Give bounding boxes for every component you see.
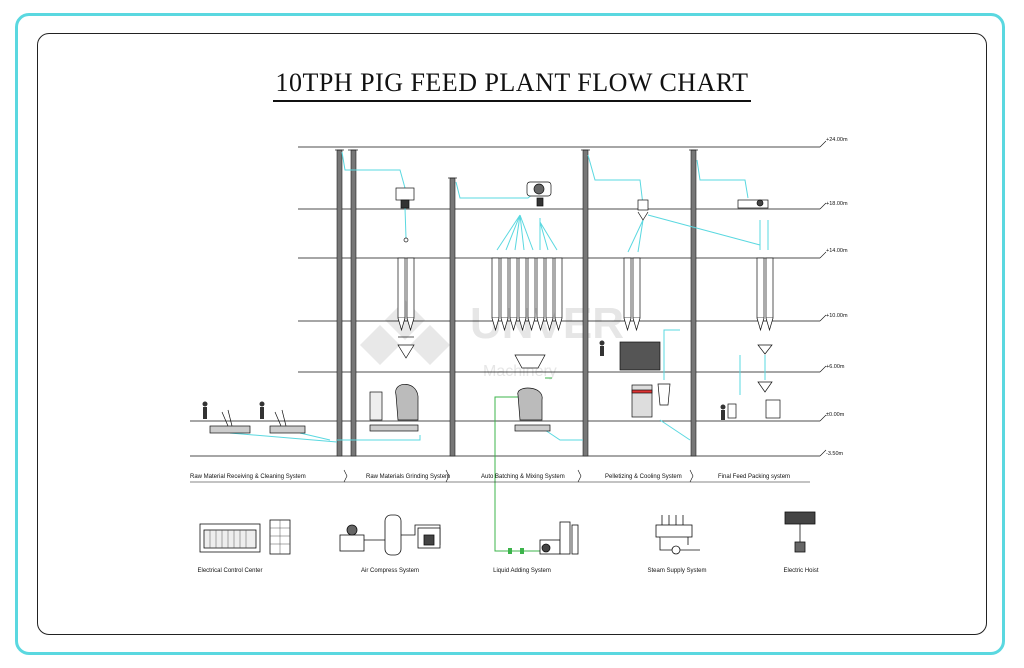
level-label: +10.00m — [826, 313, 848, 319]
ground-equipment — [209, 341, 781, 434]
intake-conveyor-icon — [269, 425, 306, 434]
conveying-pipes — [229, 151, 769, 443]
level-label: +24.00m — [826, 137, 848, 143]
level-label: +18.00m — [826, 201, 848, 207]
outer-frame — [15, 13, 1005, 655]
system-label: Raw Materials Grinding System — [366, 474, 450, 480]
pulse-filter-icon — [637, 199, 649, 211]
silo-group-batching — [491, 257, 563, 332]
level-label: -3.50m — [826, 451, 844, 457]
title-text: 10TPH PIG FEED PLANT FLOW CHART — [273, 68, 751, 102]
subsystem-air — [339, 514, 441, 556]
top-machinery — [395, 181, 769, 221]
steam-pump-icon — [671, 545, 681, 555]
system-label: Auto Batching & Mixing System — [481, 474, 565, 480]
person-icon — [259, 401, 265, 407]
hammer-mill-icon — [395, 384, 419, 421]
air-tank-icon — [384, 514, 402, 556]
control-cabinet-icon — [369, 391, 383, 421]
watermark-logo-icon — [360, 300, 450, 365]
hoppers — [397, 336, 773, 393]
elevator-column — [336, 149, 343, 457]
steam-arrows-icon — [661, 515, 684, 525]
elevator-column — [449, 177, 456, 457]
subsystem-steam — [655, 515, 700, 555]
floor-lines — [190, 146, 820, 457]
subsystem-label: Steam Supply System — [647, 568, 706, 574]
subsystem-label: Electric Hoist — [783, 568, 818, 574]
air-compressor-icon — [339, 534, 365, 552]
page-title: 10TPH PIG FEED PLANT FLOW CHART — [0, 68, 1024, 102]
building-column — [582, 149, 589, 457]
silo-group-grinding — [397, 237, 415, 332]
batching-scale-icon — [514, 354, 546, 369]
screw-conveyor-icon — [737, 199, 769, 209]
person-icon — [720, 404, 726, 410]
packing-scale-icon — [765, 399, 781, 419]
mixer-icon — [517, 387, 543, 421]
system-label: Pelletizing & Cooling System — [605, 474, 682, 480]
person-icon — [202, 401, 208, 407]
level-label: +14.00m — [826, 248, 848, 254]
liquid-line — [494, 377, 552, 552]
system-labels: Raw Material Receiving & Cleaning System… — [190, 469, 810, 483]
level-labels: +24.00m +18.00m +14.00m +10.00m +6.00m ±… — [819, 137, 848, 457]
person-icon — [599, 340, 605, 346]
watermark-sub: Machinery — [483, 363, 557, 380]
building-column — [690, 149, 697, 457]
system-label: Raw Material Receiving & Cleaning System — [190, 474, 306, 480]
building-column — [350, 149, 357, 457]
liquid-tank-icon — [559, 521, 571, 555]
system-label: Final Feed Packing system — [718, 474, 790, 480]
subsystem-label: Air Compress System — [361, 568, 419, 574]
electric-hoist-icon — [784, 511, 816, 525]
level-label: ±0.00m — [826, 412, 845, 418]
subsystem-labels: Electrical Control Center Air Compress S… — [197, 568, 818, 574]
steam-header-icon — [655, 524, 693, 538]
subsystem-liquid — [539, 521, 579, 555]
operator-figures — [202, 340, 726, 420]
intake-conveyor-icon — [209, 425, 251, 434]
inner-frame — [37, 33, 987, 635]
subsystem-label: Electrical Control Center — [197, 568, 262, 574]
subsystem-hoist — [784, 511, 816, 553]
silo-group-pelleting — [623, 257, 641, 332]
bag-icon — [727, 403, 737, 419]
subsystem-electrical — [199, 519, 291, 555]
cyclone-icon — [657, 383, 671, 406]
level-label: +6.00m — [826, 364, 845, 370]
liquid-valves — [508, 548, 524, 554]
pre-cleaner-icon — [395, 187, 415, 201]
pellet-mill-icon — [619, 341, 661, 371]
silo-group-packing — [756, 257, 774, 332]
subsystem-label: Liquid Adding System — [493, 568, 551, 574]
